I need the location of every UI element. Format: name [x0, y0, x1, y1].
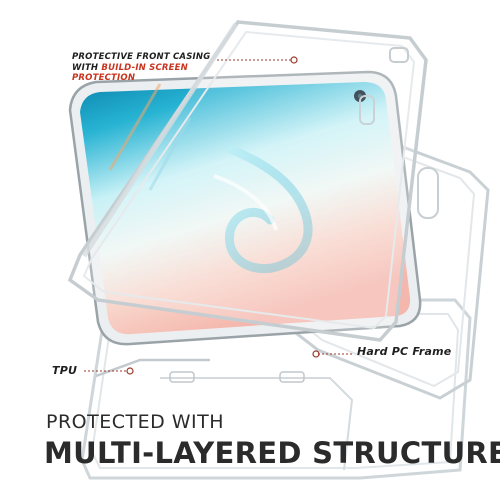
tagline-line1: PROTECTED WITH	[46, 411, 225, 433]
callout-front-casing: PROTECTIVE FRONT CASING WITH BUILD-IN SC…	[72, 52, 232, 84]
front-casing	[67, 20, 428, 342]
callout-front-line1: PROTECTIVE FRONT CASING	[72, 52, 211, 62]
callout-hard-pc-frame: Hard PC Frame	[357, 345, 452, 358]
callout-front-line2: WITH BUILD-IN SCREEN	[72, 63, 232, 74]
callout-front-line2-prefix: WITH	[72, 62, 102, 73]
callout-front-line3: PROTECTION	[72, 73, 136, 84]
callout-front-line2-accent: BUILD-IN SCREEN	[101, 62, 188, 73]
callout-leaders	[84, 56, 354, 375]
callout-tpu: TPU	[52, 364, 78, 377]
tagline-line2: MULTI-LAYERED STRUCTURE	[44, 436, 500, 470]
